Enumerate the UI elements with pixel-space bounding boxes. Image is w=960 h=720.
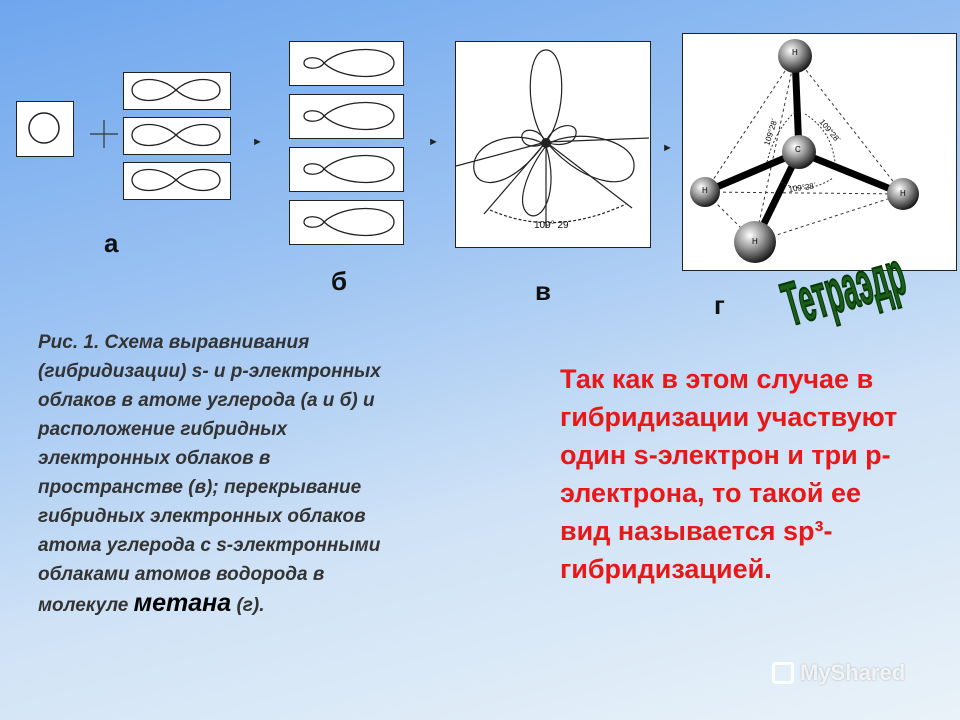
carbon-atom [782, 135, 816, 169]
atom-label-h: H [900, 189, 906, 198]
tetrahedron-wordart: Тетраэдр [778, 246, 913, 340]
hybridization-note: Так как в этом случае в гибридизации уча… [560, 364, 898, 584]
s-orbital-icon [28, 112, 60, 144]
hybrid-orbital-box-3 [289, 147, 404, 192]
hybrid-orbital-box-1 [289, 41, 404, 86]
p-orbital-icon [131, 123, 221, 147]
p-orbital-icon [131, 168, 221, 192]
label-b: б [331, 266, 348, 296]
hydrogen-atom [778, 39, 812, 73]
hydrogen-atom [734, 221, 776, 263]
angle-label-g-1: 109°28´ [762, 117, 779, 147]
p-orbital-box-2 [123, 117, 231, 155]
hybrid-orbital-box-2 [289, 94, 404, 139]
arrow-icon: ► [662, 142, 673, 154]
angle-label-g-3: 109°28´ [788, 181, 817, 194]
angle-label-g-2: 109°28´ [817, 118, 842, 145]
methane-ball-and-stick-model: H H H H C 109°28´ 109°28´ 109°28´ [690, 39, 919, 263]
p-orbital-box-1 [123, 72, 231, 110]
hybrid-orbital-box-4 [289, 200, 404, 245]
hydrogen-atom [887, 178, 919, 210]
watermark-text: MyShared [800, 660, 906, 685]
hybrid-orbital-icon [303, 154, 395, 184]
nucleus-icon [541, 138, 551, 148]
atom-label-c: C [795, 145, 801, 154]
p-orbital-box-3 [123, 162, 231, 200]
atom-label-h: H [752, 237, 758, 246]
atom-label-h: H [792, 48, 798, 57]
arrow-icon: ► [252, 136, 263, 148]
label-v: в [535, 276, 551, 306]
tetrahedron-word: Тетраэдр [778, 246, 913, 340]
plus-icon [90, 120, 118, 148]
caption-tail: (г). [231, 595, 265, 616]
hydrogen-atom [690, 177, 720, 207]
presentation-icon [772, 662, 794, 684]
watermark: MyShared [772, 660, 905, 686]
hybrid-orbital-icon [303, 207, 395, 237]
caption-main: Рис. 1. Схема выравнивания (гибридизации… [38, 332, 381, 616]
hybrid-arrangement-box: 109° 29´ [455, 41, 651, 248]
caption-emphasis: метана [133, 589, 232, 617]
atom-label-h: H [702, 186, 708, 195]
angle-label-v: 109° 29´ [534, 219, 572, 231]
sp3-lobes-diagram: 109° 29´ [455, 49, 650, 231]
hybrid-orbital-icon [303, 101, 395, 131]
label-a: а [104, 228, 119, 258]
label-g: г [714, 290, 725, 320]
hybrid-orbital-icon [303, 48, 395, 78]
figure-caption: Рис. 1. Схема выравнивания (гибридизации… [38, 328, 418, 620]
methane-model-box: H H H H C 109°28´ 109°28´ 109°28´ [682, 33, 957, 271]
p-orbital-icon [131, 78, 221, 102]
s-orbital-box [16, 101, 74, 157]
arrow-icon: ► [428, 136, 439, 148]
